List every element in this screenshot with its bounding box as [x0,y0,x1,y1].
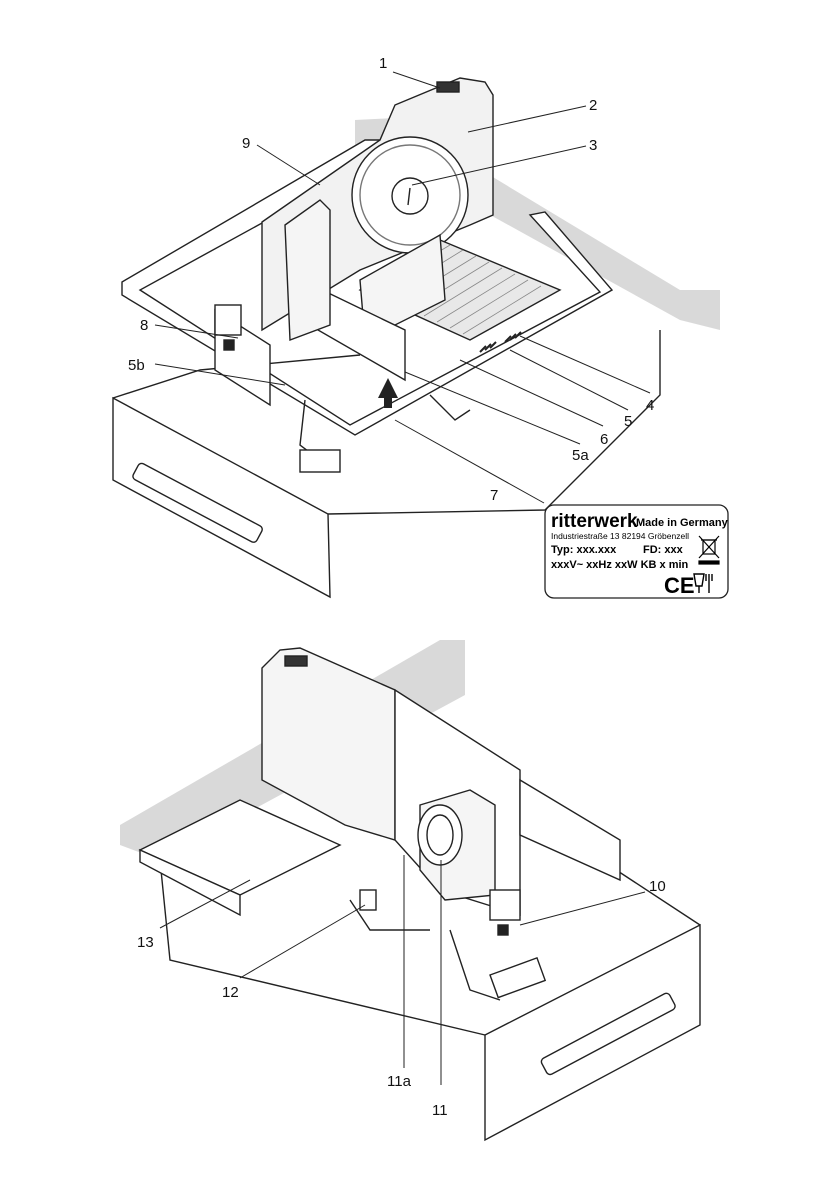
callout-7: 7 [490,487,498,504]
callout-9: 9 [242,135,250,152]
blade-knob [427,815,453,855]
callout-5: 5 [624,413,632,430]
plate-address: Industriestraße 13 82194 Gröbenzell [551,531,689,541]
hinge-bottom-right [450,930,500,1000]
callout-1: 1 [379,55,387,72]
plate-ce-mark: CE [664,573,695,598]
housing-switch [437,82,459,92]
callout-12: 12 [222,984,239,1001]
plate-electrical: xxxV~ xxHz xxW KB x min [551,559,689,571]
carriage-arm [520,780,620,880]
callout-8: 8 [140,317,148,334]
power-button-bottom [498,925,508,935]
ritter-badge-bottom [490,890,520,920]
callout-10: 10 [649,878,666,895]
plate-fd: FD: xxx [643,544,684,556]
callout-6: 6 [600,431,608,448]
power-button [224,340,234,350]
bottom-figure [120,640,700,1140]
callout-3: 3 [589,137,597,154]
hinge-plate-bottom [490,958,545,998]
housing-switch-bottom [285,656,307,666]
callout-11a: 11a [387,1073,412,1090]
callout-11: 11 [432,1102,448,1119]
callout-5a: 5a [572,447,589,464]
callout-5b: 5b [128,357,145,374]
callout-4: 4 [646,397,654,414]
hinge-plate [300,450,340,472]
plate-brand: ritterwerk [551,511,638,532]
callout-13: 13 [137,934,154,951]
hinge-right [430,395,470,420]
plate-type: Typ: xxx.xxx [551,544,617,556]
blade-hub [392,178,428,214]
drawer-front-top [113,398,330,597]
callout-2: 2 [589,97,597,114]
stop-plate [285,200,330,340]
motor-housing-bottom [262,648,395,840]
rating-plate: ritterwerk Made in Germany Industriestra… [545,505,729,598]
ritter-badge [215,305,241,335]
plate-made-in: Made in Germany [636,517,729,529]
